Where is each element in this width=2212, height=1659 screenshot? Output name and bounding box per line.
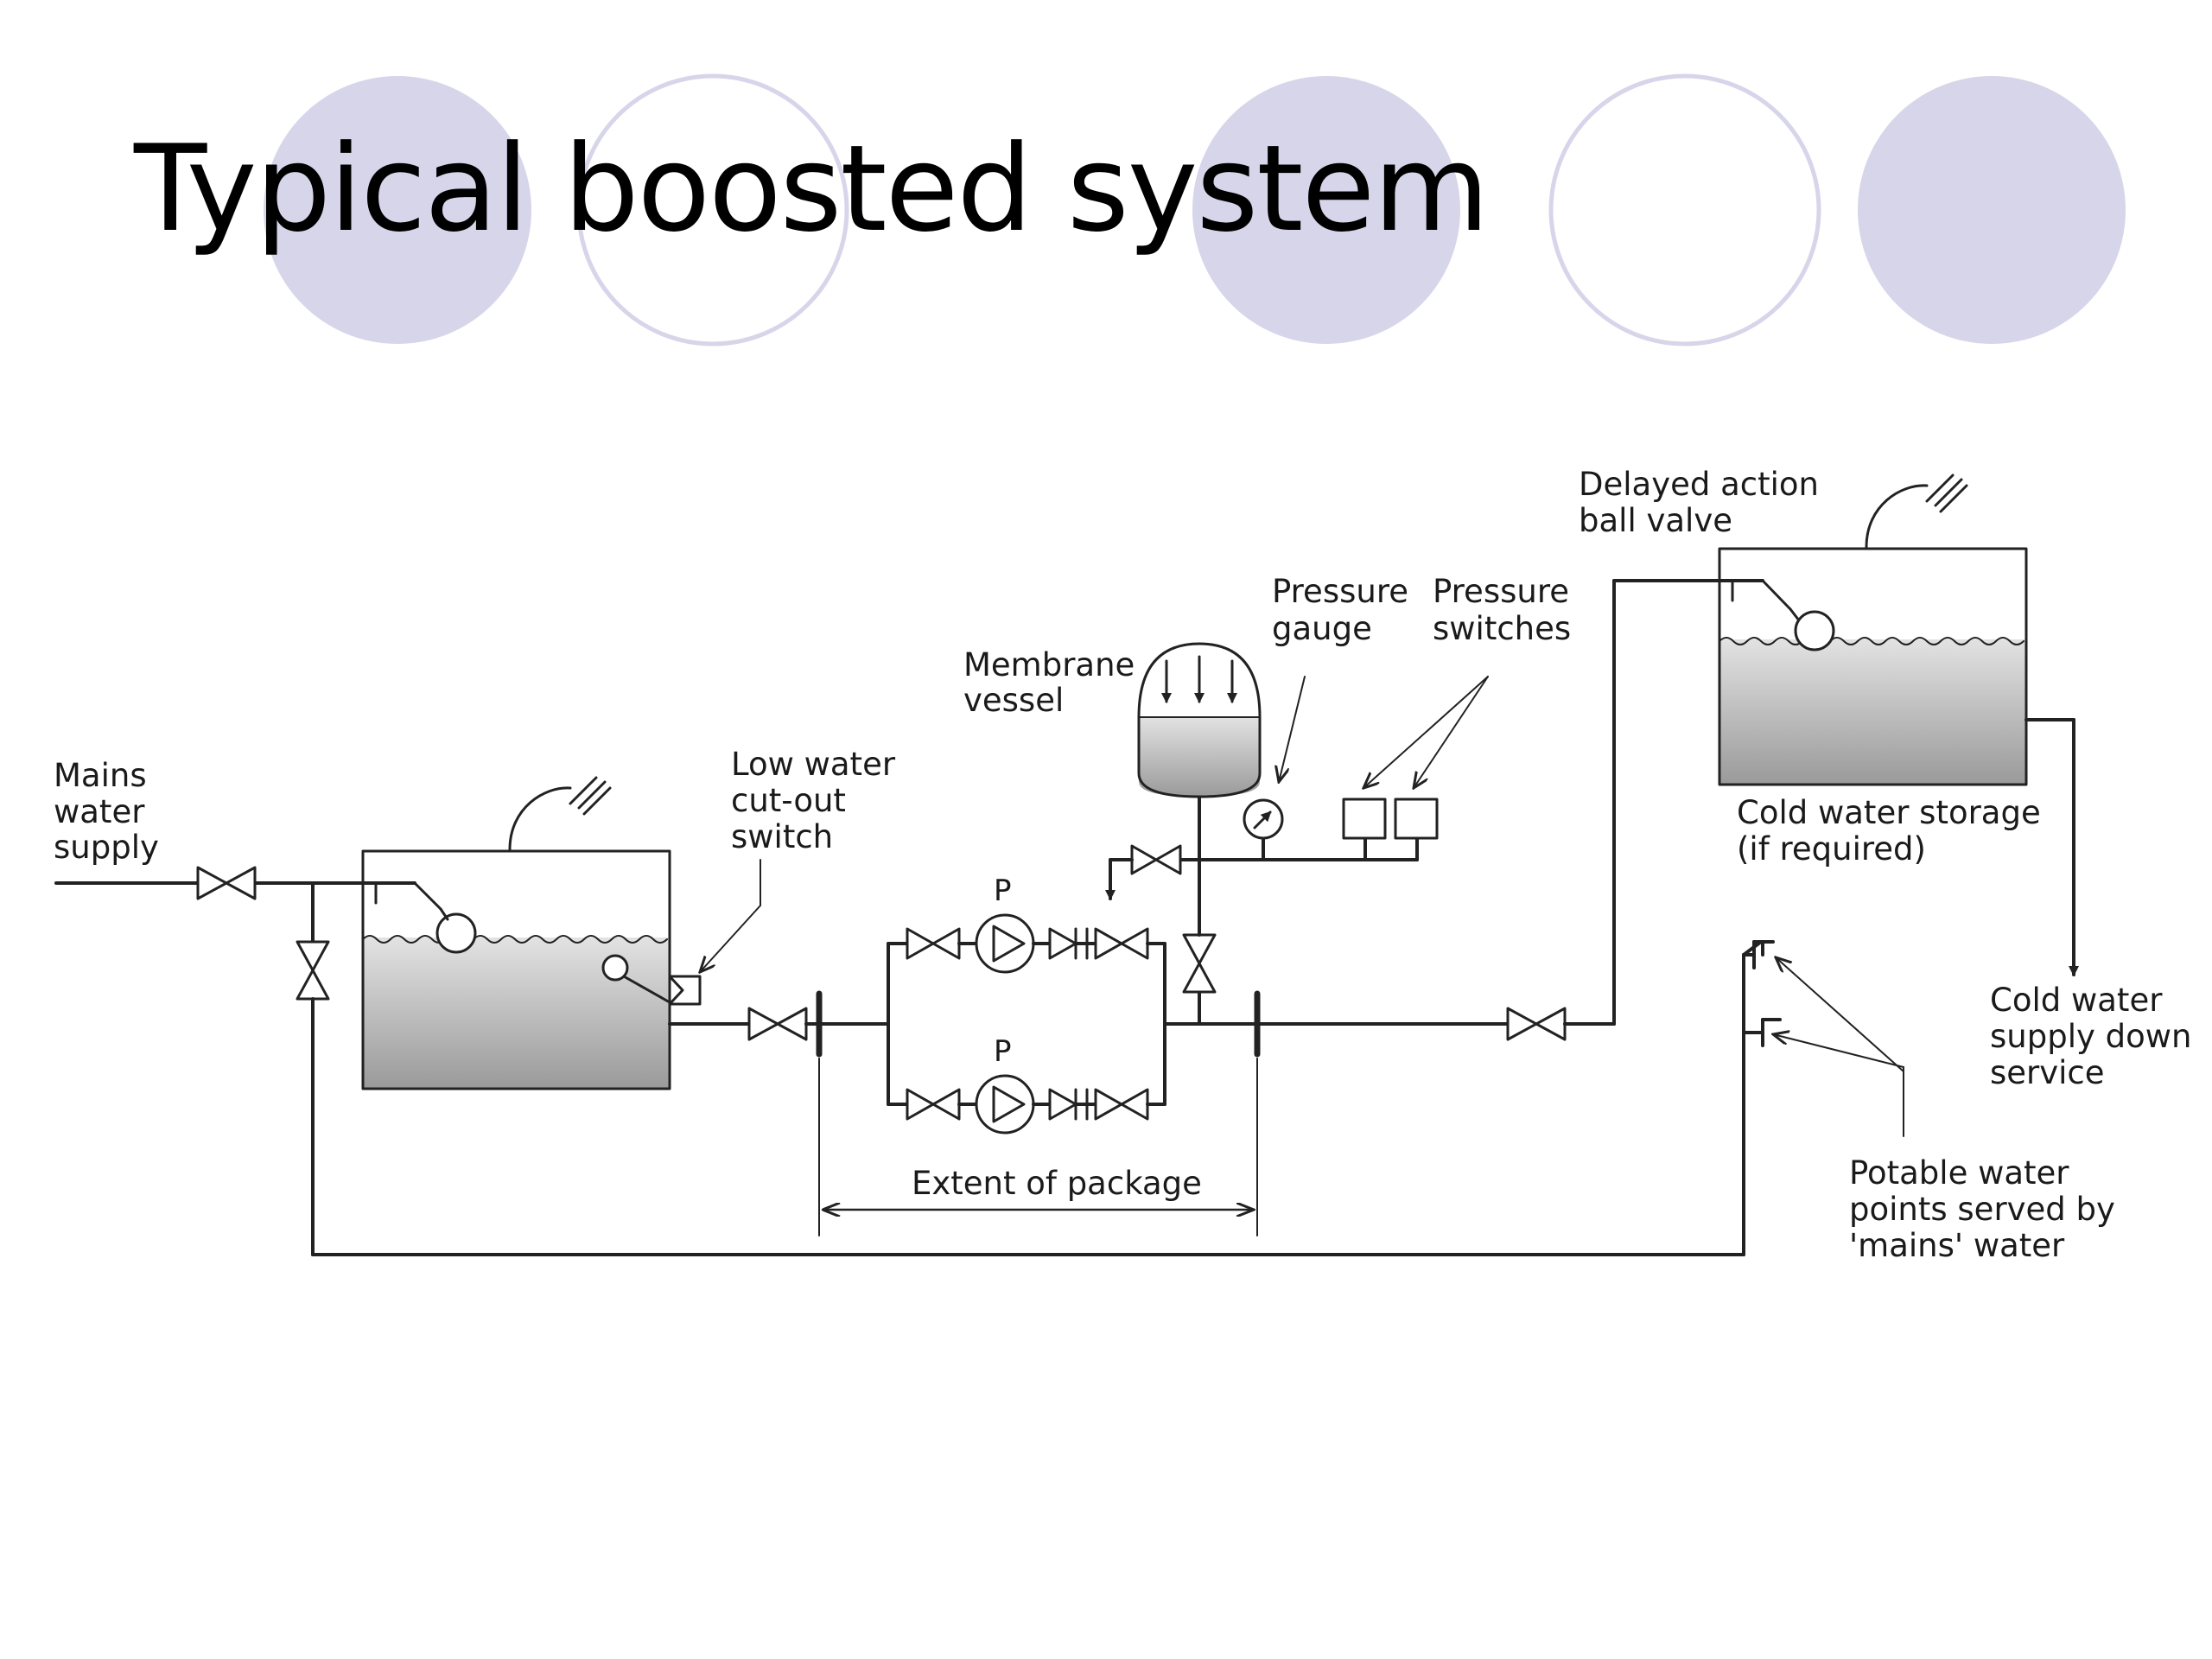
label-pwp-line-2: points served by (1849, 1191, 2115, 1228)
label-cws-line-2: (if required) (1737, 830, 1926, 868)
label-cwsds-line-2: supply down (1990, 1018, 2191, 1055)
pressure-gauge (1243, 798, 1284, 840)
label-cold-water-storage: Cold water storage (if required) (1737, 794, 2041, 868)
outlet-gate-valve (747, 1007, 808, 1041)
cold-water-storage-tank (1718, 474, 2028, 786)
decor-circle-4 (1548, 73, 1821, 346)
label-pressure-gauge: Pressure gauge (1272, 573, 1408, 647)
pump-set-1 (887, 913, 1166, 974)
label-extent-of-package: Extent of package (912, 1165, 1202, 1202)
break-tank (361, 776, 702, 1090)
riser-gate-valve (1182, 933, 1217, 994)
decor-circle-3 (1192, 76, 1460, 344)
label-cwsds-line-1: Cold water (1990, 982, 2163, 1019)
label-pwp-line-3: 'mains' water (1849, 1227, 2065, 1264)
label-pg-line-2: gauge (1272, 610, 1372, 647)
label-daball-line-2: ball valve (1579, 502, 1732, 539)
membrane-vessel (1137, 642, 1262, 798)
potable-tap-1 (1752, 940, 1775, 969)
mains-gate-valve (196, 866, 257, 900)
label-delayed-action-ball-valve: Delayed action ball valve (1579, 466, 1819, 539)
potable-tap-2 (1742, 1018, 1782, 1047)
label-mains-line-3: supply (54, 829, 159, 866)
label-mv-line-2: vessel (963, 682, 1064, 719)
label-ps-line-1: Pressure (1433, 573, 1569, 610)
pressure-switch-2 (1394, 798, 1439, 840)
label-daball-line-1: Delayed action (1579, 466, 1819, 503)
decor-circle-5 (1858, 76, 2126, 344)
label-ps-line-2: switches (1433, 610, 1571, 647)
label-lwcs-line-3: switch (731, 818, 833, 855)
label-mv-line-1: Membrane (963, 646, 1135, 683)
decorative-circles (264, 73, 2126, 346)
label-pwp-line-1: Potable water (1849, 1154, 2069, 1192)
bypass-gate-valve (296, 940, 330, 1001)
label-mains-water-supply: Mains water supply (54, 757, 159, 866)
drain-gate-valve (1130, 844, 1182, 875)
label-cold-water-supply-down-service: Cold water supply down service (1990, 982, 2191, 1091)
label-lwcs-line-2: cut-out (731, 782, 846, 819)
pump-set-2 (887, 1074, 1166, 1135)
decor-circle-2 (576, 73, 849, 346)
riser-main-gate-valve (1506, 1007, 1567, 1041)
label-cws-line-1: Cold water storage (1737, 794, 2041, 831)
slide-title: Typical boosted system (134, 119, 1490, 258)
pressure-switch-1 (1342, 798, 1387, 840)
label-lwcs-line-1: Low water (731, 746, 896, 783)
label-potable-water-points: Potable water points served by 'mains' w… (1849, 1154, 2115, 1264)
label-pressure-switches: Pressure switches (1433, 573, 1571, 647)
label-pump-1: P (994, 874, 1012, 908)
label-pg-line-1: Pressure (1272, 573, 1408, 610)
label-mains-line-2: water (54, 793, 145, 830)
label-pump-2: P (994, 1034, 1012, 1069)
label-mains-line-1: Mains (54, 757, 147, 794)
label-low-water-cutout-switch: Low water cut-out switch (731, 746, 896, 855)
label-cwsds-line-3: service (1990, 1054, 2105, 1091)
decor-circle-1 (264, 76, 531, 344)
label-membrane-vessel: Membrane vessel (963, 646, 1135, 719)
